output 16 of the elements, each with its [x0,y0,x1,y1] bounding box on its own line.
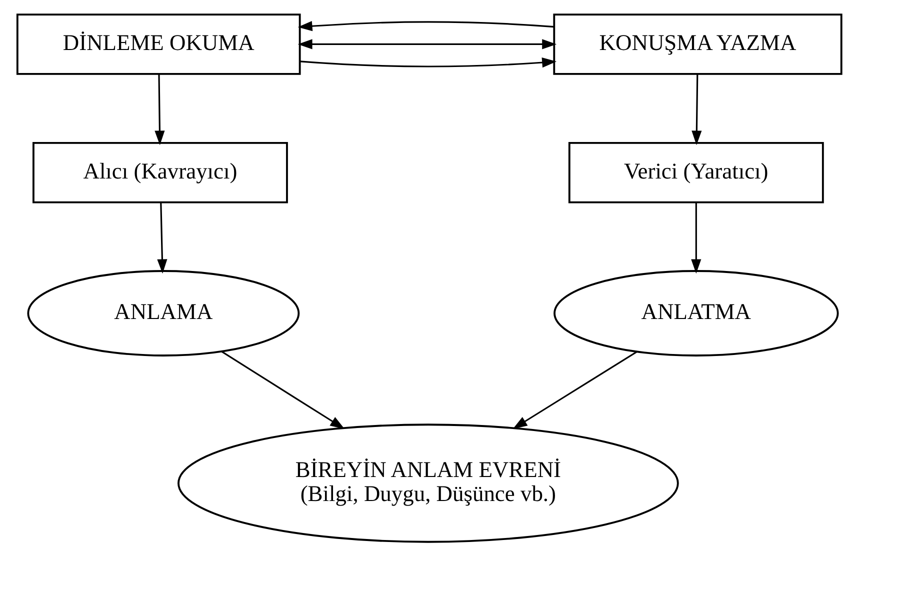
arrow [300,57,556,68]
arrow [690,202,701,274]
arrow [156,202,167,274]
node-ellipse: ANLATMA [553,270,838,356]
node-box: DİNLEME OKUMA [16,14,300,75]
arrow [297,39,556,50]
arrow [220,350,344,429]
arrow [691,74,702,146]
arrow [512,350,638,429]
node-ellipse: BİREYİN ANLAM EVRENİ (Bilgi, Duygu, Düşünce vb.) [177,424,678,543]
node-box: Alıcı (Kavrayıcı) [32,142,288,204]
node-ellipse: ANLAMA [26,270,300,356]
node-box: KONUŞMA YAZMA [552,14,842,75]
arrow [154,74,164,146]
arrow [297,21,554,32]
node-box: Verici (Yaratıcı) [568,142,824,204]
